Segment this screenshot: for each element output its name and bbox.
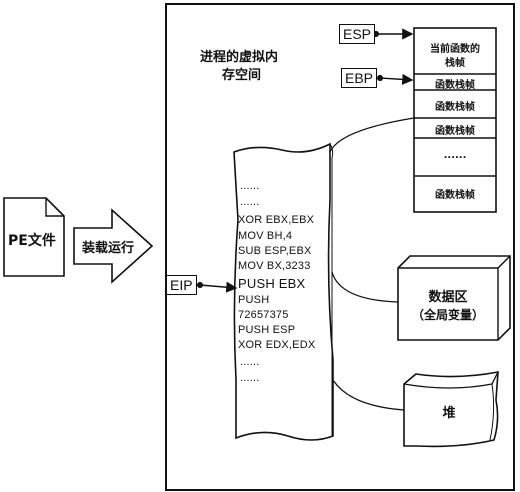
ebp-arrow (376, 73, 414, 85)
ebp-register: EBP (341, 68, 378, 88)
stack-frame-bottom: 函数栈帧 (435, 190, 475, 201)
stack-frame-1: 函数栈帧 (435, 80, 475, 91)
code-line: ...... (240, 356, 260, 368)
code-line: ...... (240, 196, 260, 208)
data-area-title: 数据区 (428, 290, 468, 305)
pe-file-icon (3, 197, 65, 277)
load-arrow-label: 装载运行 (82, 241, 135, 256)
code-line: PUSH EBX (238, 276, 306, 291)
heap-label: 堆 (442, 406, 456, 421)
process-space-frame (165, 3, 515, 491)
data-area-box (397, 255, 511, 341)
pe-file-label: PE文件 (8, 233, 56, 249)
stack-frame-2: 函数栈帧 (435, 102, 475, 113)
code-line: XOR EBX,EBX (238, 214, 315, 226)
eip-register: EIP (166, 275, 197, 295)
stack-column (413, 27, 497, 213)
esp-register: ESP (339, 24, 376, 44)
code-line: 72657375 (238, 309, 289, 321)
code-segment-strip (233, 142, 334, 441)
process-space-title-line1: 进程的虚拟内 (200, 50, 279, 65)
code-line: MOV BX,3233 (238, 260, 311, 272)
stack-current-frame-line1: 当前函数的 (430, 44, 480, 55)
heap-shape (403, 371, 499, 448)
eip-arrow (196, 281, 238, 293)
stack-ellipsis: ...... (443, 150, 467, 161)
code-line: SUB ESP,EBX (238, 245, 312, 257)
code-line: PUSH ESP (238, 324, 296, 336)
data-area-subtitle: （全局变量） (411, 308, 484, 322)
process-space-title-line2: 存空间 (222, 68, 262, 83)
stack-current-frame-line2: 栈帧 (445, 58, 465, 69)
code-line: PUSH (238, 294, 270, 306)
stack-frame-3: 函数栈帧 (435, 126, 475, 137)
code-line: ...... (240, 180, 260, 192)
code-line: ...... (240, 372, 260, 384)
code-line: XOR EDX,EDX (238, 339, 316, 351)
code-line: MOV BH,4 (238, 230, 293, 242)
load-arrow-shape (73, 208, 154, 284)
